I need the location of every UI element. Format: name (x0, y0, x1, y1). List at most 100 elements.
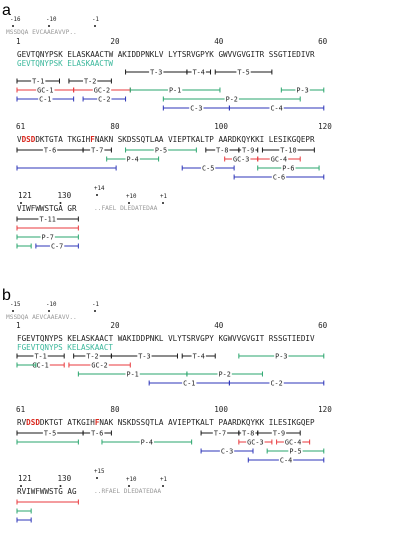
residue-number: 120 (318, 122, 332, 131)
peptide-segment: T-1 (16, 77, 60, 85)
peptide-segment: P-4 (106, 155, 160, 163)
label-backdrop (236, 68, 251, 75)
peptide-segment: GC-1 (16, 86, 75, 94)
sequence-text: RVDSDDKTGT ATKGIHFNAK NSKDSSQTLA AVIEPTK… (17, 418, 315, 427)
segment-label: T-5 (237, 68, 249, 76)
residue-number: 61 (16, 122, 26, 131)
peptide-segment: T-2 (73, 352, 112, 360)
position-dot (20, 485, 22, 487)
label-backdrop (149, 68, 164, 75)
residue-number: 121 (18, 474, 32, 483)
segment-label: P-7 (42, 233, 54, 241)
peptide-segment: T-7 (82, 146, 112, 154)
residue-number: 80 (110, 405, 120, 414)
residue-number: 1 (16, 37, 21, 46)
label-backdrop (49, 242, 65, 249)
peptide-segment: GC-2 (73, 86, 131, 94)
label-backdrop (137, 352, 152, 359)
segment-label: C-4 (270, 104, 282, 112)
label-backdrop (215, 146, 230, 153)
segment-label: P-4 (126, 155, 138, 163)
peptide-segment: T-1 (16, 352, 65, 360)
label-backdrop (279, 146, 298, 153)
panel-label: b (2, 287, 11, 304)
coverage-line (16, 243, 32, 249)
post-sequence: ..RFAEL DLEDATEDAA (94, 488, 161, 495)
pre-number: -10 (46, 302, 57, 308)
segment-label: C-7 (51, 242, 63, 250)
segment-label: T-5 (44, 429, 56, 437)
label-backdrop (217, 370, 232, 377)
peptide-segment: P-7 (16, 233, 79, 241)
segment-label: GC-3 (233, 155, 249, 163)
peptide-segment: P-1 (77, 370, 188, 378)
segment-label: T-7 (214, 429, 226, 437)
label-backdrop (271, 173, 287, 180)
label-backdrop (201, 164, 216, 171)
residue-number: +10 (126, 194, 137, 200)
segment-label: P-1 (169, 86, 181, 94)
peptide-segment: T-10 (261, 146, 315, 154)
residue-number: +15 (94, 469, 105, 475)
peptide-segment: P-4 (101, 438, 193, 446)
panel-label: a (2, 2, 11, 19)
label-backdrop (281, 164, 296, 171)
segment-label: C-5 (202, 164, 214, 172)
coverage-line (16, 165, 117, 171)
residue-number: +1 (160, 477, 167, 483)
peptide-segment: C-5 (181, 164, 235, 172)
peptide-segment: T-6 (82, 429, 112, 437)
residue-number: 20 (110, 321, 120, 330)
segment-label: T-8 (216, 146, 228, 154)
segment-label: T-1 (32, 77, 44, 85)
pre-sequence: MSSDQA AEVCAAEAVV.. (6, 314, 77, 321)
pre-number: -16 (10, 17, 21, 23)
label-backdrop (271, 429, 287, 436)
segment-label: P-1 (126, 370, 138, 378)
peptide-segment: T-4 (186, 68, 212, 76)
label-backdrop (274, 352, 289, 359)
coverage-line (16, 517, 32, 523)
segment-label: C-2 (270, 379, 282, 387)
residue-number: 130 (57, 191, 71, 200)
label-backdrop (125, 155, 140, 162)
segment-label: GC-2 (94, 86, 110, 94)
residue-number: 61 (16, 405, 26, 414)
segment-label: C-1 (183, 379, 195, 387)
segment-label: T-2 (86, 352, 98, 360)
residue-number: 100 (214, 405, 228, 414)
peptide-segment: P-2 (186, 370, 263, 378)
position-dot (162, 202, 164, 204)
label-backdrop (97, 95, 112, 102)
teal-sequence: GEVTQNYPSK ELASKAACTW (17, 59, 113, 68)
peptide-segment: C-6 (233, 173, 325, 181)
teal-sequence: FGEVTQNYPS KELASKAACT (17, 343, 113, 352)
segment-label: T-4 (193, 68, 205, 76)
residue-number: 80 (110, 122, 120, 131)
label-backdrop (283, 438, 303, 445)
residue-number: 60 (318, 37, 328, 46)
peptide-segment: T-3 (110, 352, 178, 360)
sequence-text: VIWFWWSTGA GR (17, 204, 77, 213)
segment-label: T-6 (44, 146, 56, 154)
pre-number: -15 (10, 302, 21, 308)
residue-number: 20 (110, 37, 120, 46)
label-backdrop (212, 429, 228, 436)
segment-label: C-4 (280, 456, 292, 464)
sequence-text: RVIWFWWSTG AG (17, 487, 77, 496)
peptide-segment: GC-4 (257, 155, 301, 163)
segment-label: GC-1 (32, 361, 48, 369)
label-backdrop (269, 155, 289, 162)
position-dot (94, 25, 96, 27)
segment-label: GC-1 (37, 86, 53, 94)
peptide-segment: P-5 (266, 447, 325, 455)
peptide-segment: GC-4 (276, 438, 311, 446)
residue-number: +14 (94, 186, 105, 192)
residue-number: 60 (318, 321, 328, 330)
label-backdrop (90, 429, 105, 436)
peptide-segment: T-5 (16, 429, 84, 437)
